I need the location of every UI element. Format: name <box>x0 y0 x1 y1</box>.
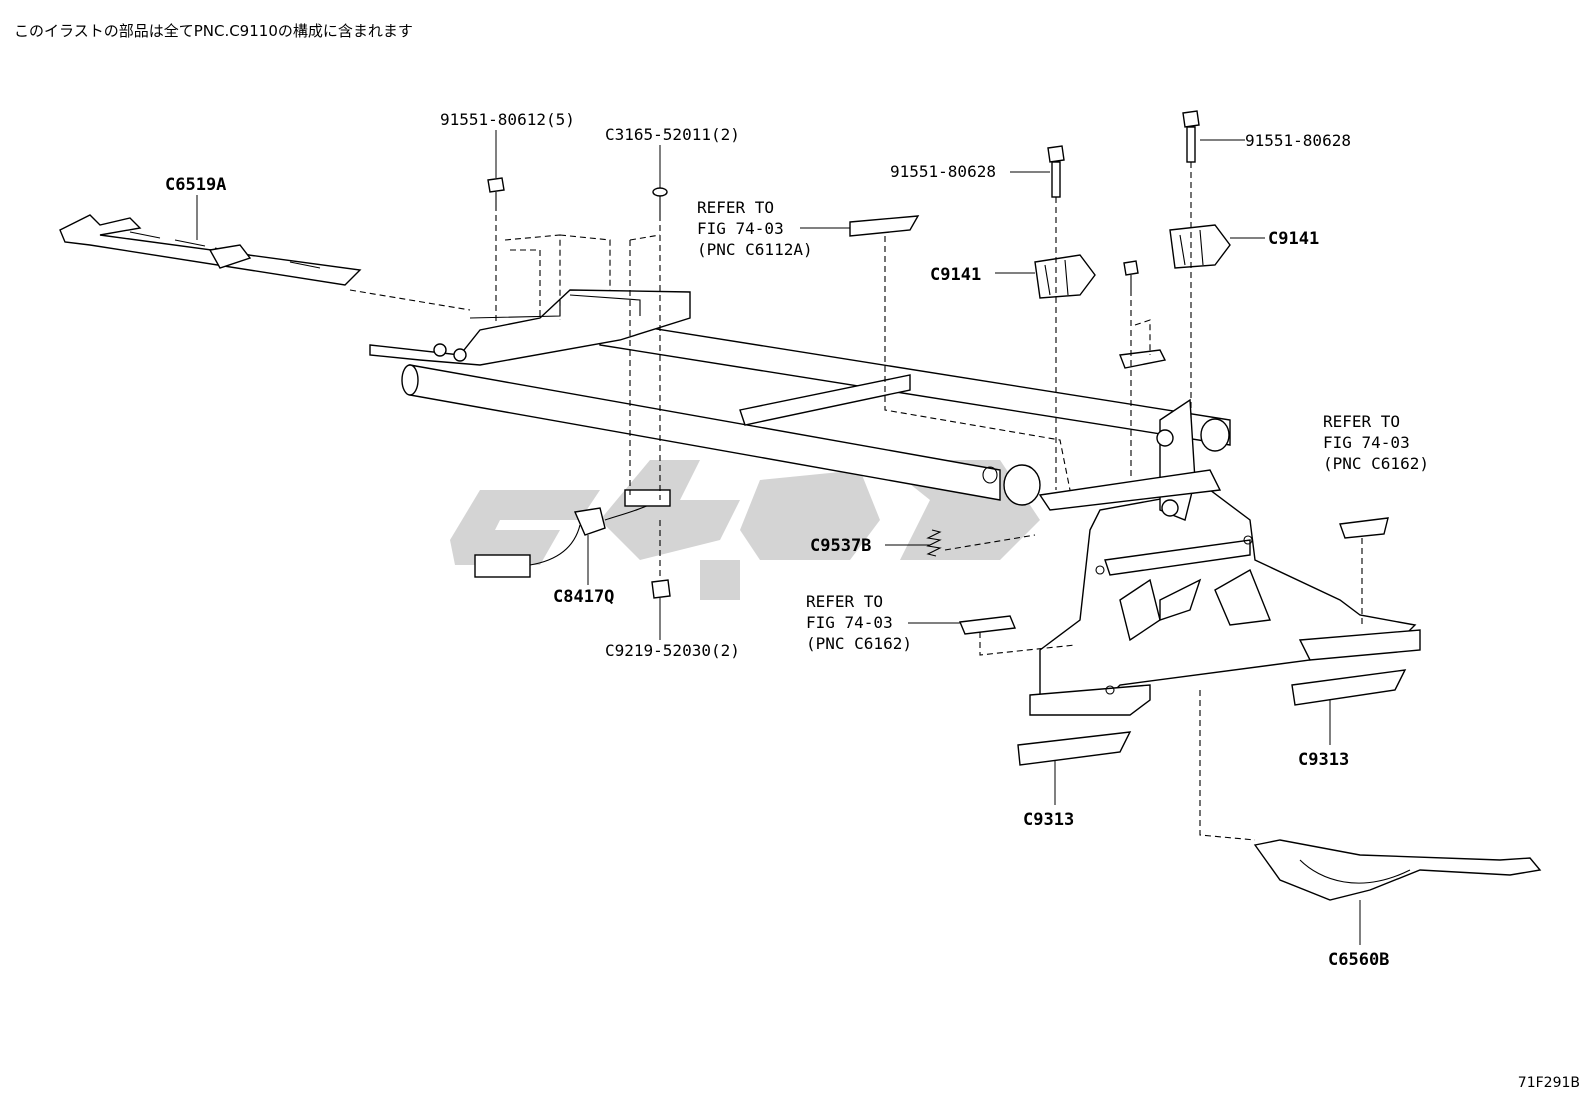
seat-track-frame <box>401 319 1231 506</box>
left-bracket <box>369 289 691 366</box>
label-bolt-91551-80628-mid: 91551-80628 <box>890 162 996 181</box>
header-note: このイラストの部品は全てPNC.C9110の構成に含まれます <box>14 22 413 40</box>
nut-c9219 <box>651 579 671 599</box>
bolt-small-right <box>1123 260 1139 290</box>
label-ref2-line1: REFER TO <box>1323 412 1400 431</box>
strap-c6519a <box>59 214 362 286</box>
label-c9141-left: C9141 <box>930 265 981 285</box>
label-ref3-line1: REFER TO <box>806 592 883 611</box>
label-ref3-line2: FIG 74-03 <box>806 613 893 632</box>
plate-ref-c6112a <box>849 215 920 237</box>
label-c9219: C9219-52030(2) <box>605 641 740 660</box>
label-bolt-91551-80612: 91551-80612(5) <box>440 110 575 129</box>
label-ref2-line2: FIG 74-03 <box>1323 433 1410 452</box>
label-c9141-right: C9141 <box>1268 229 1319 249</box>
label-c6519a: C6519A <box>165 175 226 195</box>
plate-ref-c6162-right <box>1339 517 1389 539</box>
plate-ref-c6162-left <box>958 615 1017 635</box>
label-ref1-line2: FIG 74-03 <box>697 219 784 238</box>
screw-c3165 <box>652 187 668 215</box>
label-ref1-line1: REFER TO <box>697 198 774 217</box>
label-ref3-line3: (PNC C6162) <box>806 634 912 653</box>
bolt-91551-80612 <box>487 177 505 205</box>
pad-c9313-right <box>1291 669 1407 706</box>
strap-c6560b <box>1253 839 1542 901</box>
label-c9537b: C9537B <box>810 536 871 556</box>
leader-lines <box>196 130 1361 945</box>
small-bracket <box>1119 349 1167 369</box>
bolt-91551-80628-right <box>1182 110 1200 163</box>
figure-id: 71F291B <box>1517 1075 1580 1091</box>
seat-base-assembly <box>1029 398 1421 716</box>
label-c9313-right: C9313 <box>1298 750 1349 770</box>
spring-c9537b <box>926 529 942 557</box>
pad-c9313-left <box>1017 731 1132 766</box>
label-c3165: C3165-52011(2) <box>605 125 740 144</box>
label-bolt-91551-80628-right: 91551-80628 <box>1245 131 1351 150</box>
label-c8417q: C8417Q <box>553 587 614 607</box>
label-c9313-left: C9313 <box>1023 810 1074 830</box>
clip-c9141-left <box>1034 254 1096 299</box>
label-c6560b: C6560B <box>1328 950 1389 970</box>
label-ref1-line3: (PNC C6112A) <box>697 240 813 259</box>
bolt-91551-80628-mid <box>1047 145 1065 198</box>
wire-harness-c8417q <box>474 489 671 578</box>
assembly-lines <box>349 162 1363 841</box>
label-ref2-line3: (PNC C6162) <box>1323 454 1429 473</box>
clip-c9141-right <box>1169 224 1231 269</box>
